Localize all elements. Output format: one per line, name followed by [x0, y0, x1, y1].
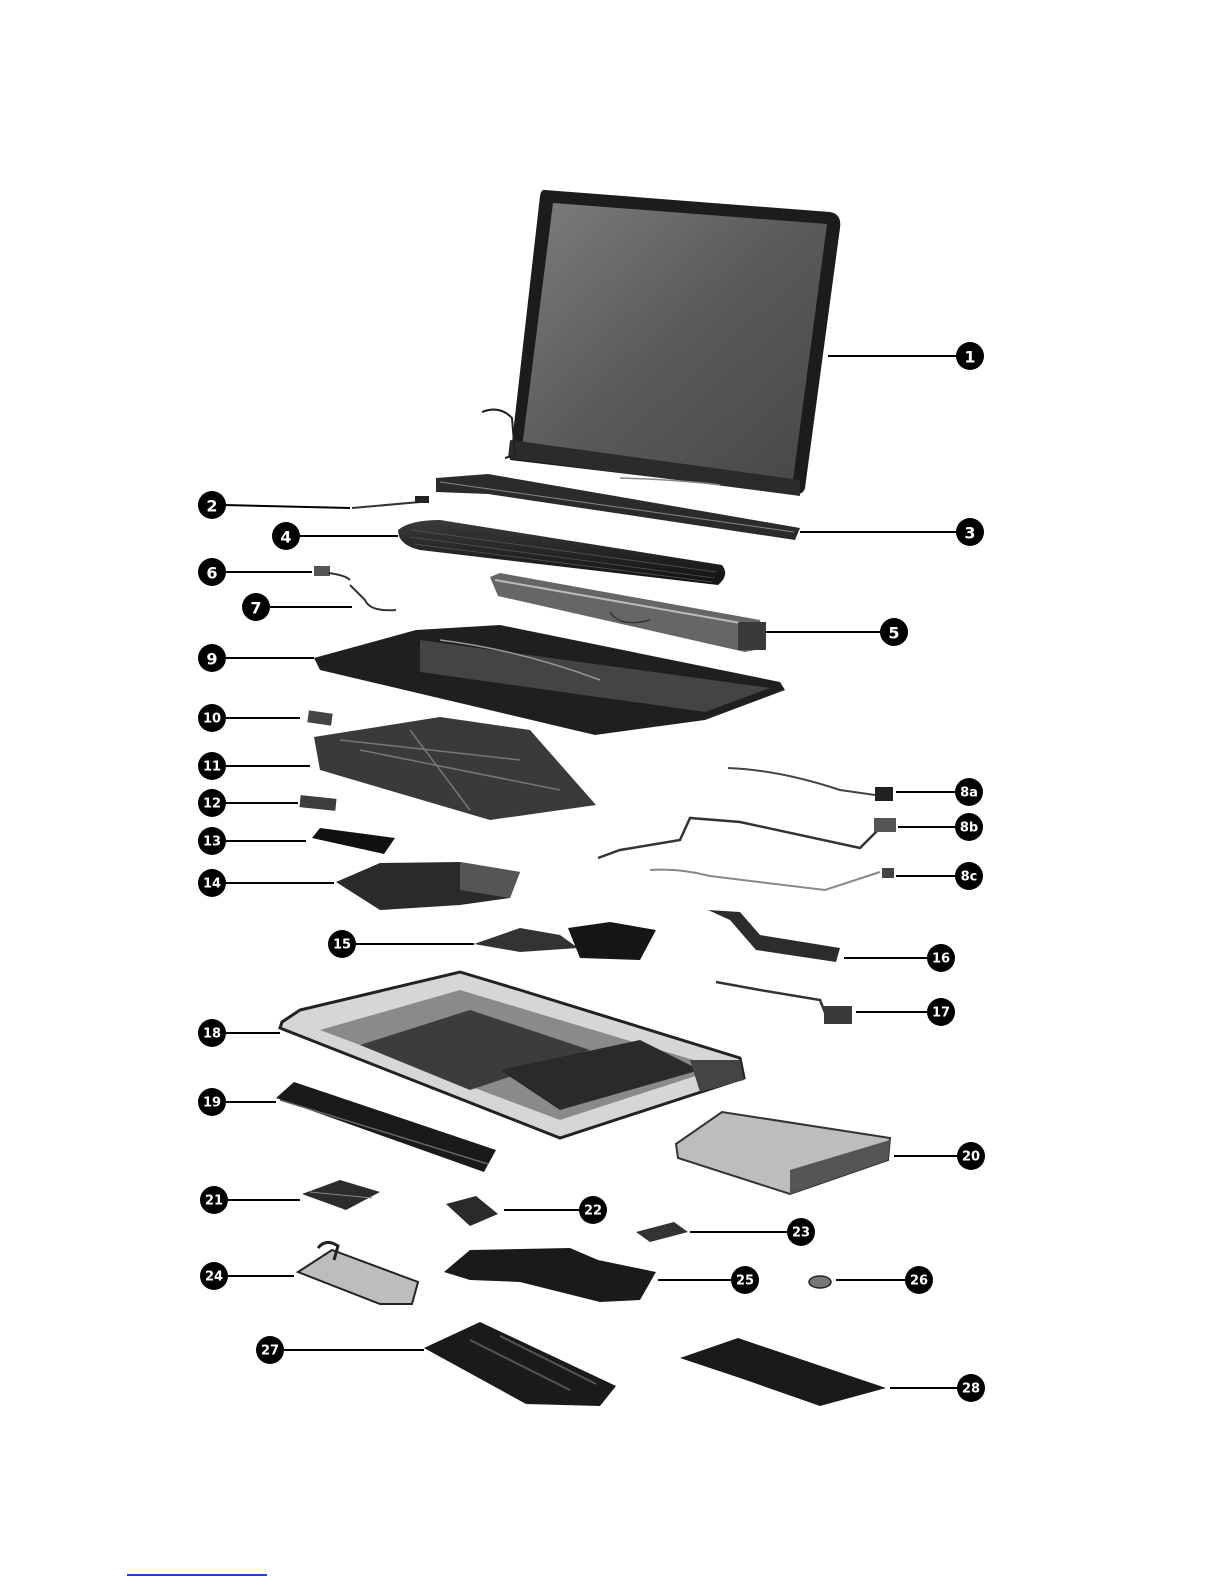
svg-text:23: 23: [792, 1226, 810, 1241]
callout-7: 7: [242, 593, 270, 621]
callout-26: 26: [905, 1266, 933, 1294]
svg-text:6: 6: [206, 564, 217, 583]
svg-text:28: 28: [962, 1382, 980, 1397]
callout-8c: 8c: [955, 862, 983, 890]
svg-text:10: 10: [203, 712, 221, 727]
callout-20: 20: [957, 1142, 985, 1170]
leader-lines: [224, 356, 958, 1388]
svg-text:21: 21: [205, 1194, 223, 1209]
svg-text:26: 26: [910, 1274, 928, 1289]
cover-28-part: [680, 1338, 886, 1406]
svg-text:11: 11: [203, 760, 221, 775]
callout-19: 19: [198, 1088, 226, 1116]
callout-2: 2: [198, 491, 226, 519]
callout-5: 5: [880, 618, 908, 646]
svg-text:20: 20: [962, 1150, 980, 1165]
svg-text:24: 24: [205, 1270, 223, 1285]
svg-text:22: 22: [584, 1204, 602, 1219]
callout-14: 14: [198, 869, 226, 897]
module-22-part: [446, 1196, 498, 1226]
keyboard-part: [398, 520, 725, 585]
svg-text:13: 13: [203, 835, 221, 850]
callout-8b: 8b: [955, 813, 983, 841]
svg-text:7: 7: [250, 599, 261, 618]
callout-21: 21: [200, 1186, 228, 1214]
cable-6-part: [314, 566, 350, 580]
callout-10: 10: [198, 704, 226, 732]
svg-text:1: 1: [964, 348, 975, 367]
svg-text:14: 14: [203, 877, 221, 892]
callout-1: 1: [956, 342, 984, 370]
svg-text:12: 12: [203, 797, 221, 812]
callout-23: 23: [787, 1218, 815, 1246]
memory-21-part: [302, 1180, 380, 1210]
callout-4: 4: [272, 522, 300, 550]
display-assembly-part: [482, 190, 840, 496]
callout-22: 22: [579, 1196, 607, 1224]
callout-16: 16: [927, 944, 955, 972]
callout-3: 3: [956, 518, 984, 546]
svg-text:17: 17: [932, 1006, 950, 1021]
svg-text:4: 4: [280, 528, 291, 547]
cover-13-part: [312, 828, 395, 854]
callout-15: 15: [328, 930, 356, 958]
cable-7-part: [350, 585, 396, 610]
svg-text:3: 3: [964, 524, 975, 543]
cover-27-part: [424, 1322, 616, 1406]
callout-24: 24: [200, 1262, 228, 1290]
svg-text:16: 16: [932, 952, 950, 967]
hard-drive-part: [298, 1242, 418, 1304]
module-23-part: [636, 1222, 688, 1242]
footer-link-underline[interactable]: [127, 1574, 267, 1576]
callout-17: 17: [927, 998, 955, 1026]
callout-28: 28: [957, 1374, 985, 1402]
cable-8a-part: [728, 768, 893, 801]
cable-8c-part: [650, 868, 894, 890]
svg-text:18: 18: [203, 1027, 221, 1042]
callout-25: 25: [731, 1266, 759, 1294]
svg-text:2: 2: [206, 497, 217, 516]
svg-text:8c: 8c: [961, 870, 978, 885]
optical-drive-part: [676, 1112, 890, 1194]
callout-27: 27: [256, 1336, 284, 1364]
callout-13: 13: [198, 827, 226, 855]
board-16-part: [708, 910, 840, 962]
cable-2-part: [352, 496, 429, 508]
svg-text:5: 5: [888, 624, 899, 643]
module-10-part: [307, 710, 332, 725]
callout-8a: 8a: [955, 778, 983, 806]
cable-8b-part: [598, 818, 896, 858]
callout-11: 11: [198, 752, 226, 780]
callout-12: 12: [198, 789, 226, 817]
cover-25-part: [444, 1248, 656, 1302]
battery-coin-part: [809, 1276, 831, 1288]
heat-sink-part: [336, 862, 520, 910]
processor-12-part: [299, 795, 336, 811]
board-17-part: [716, 982, 852, 1024]
fan-15-part: [474, 922, 656, 960]
svg-text:25: 25: [736, 1274, 754, 1289]
svg-text:27: 27: [261, 1344, 279, 1359]
callout-9: 9: [198, 644, 226, 672]
callout-18: 18: [198, 1019, 226, 1047]
svg-text:9: 9: [206, 650, 217, 669]
svg-text:8b: 8b: [960, 821, 978, 836]
system-board-part: [314, 717, 596, 820]
svg-text:15: 15: [333, 938, 351, 953]
svg-text:8a: 8a: [960, 786, 978, 801]
svg-text:19: 19: [203, 1096, 221, 1111]
callout-6: 6: [198, 558, 226, 586]
